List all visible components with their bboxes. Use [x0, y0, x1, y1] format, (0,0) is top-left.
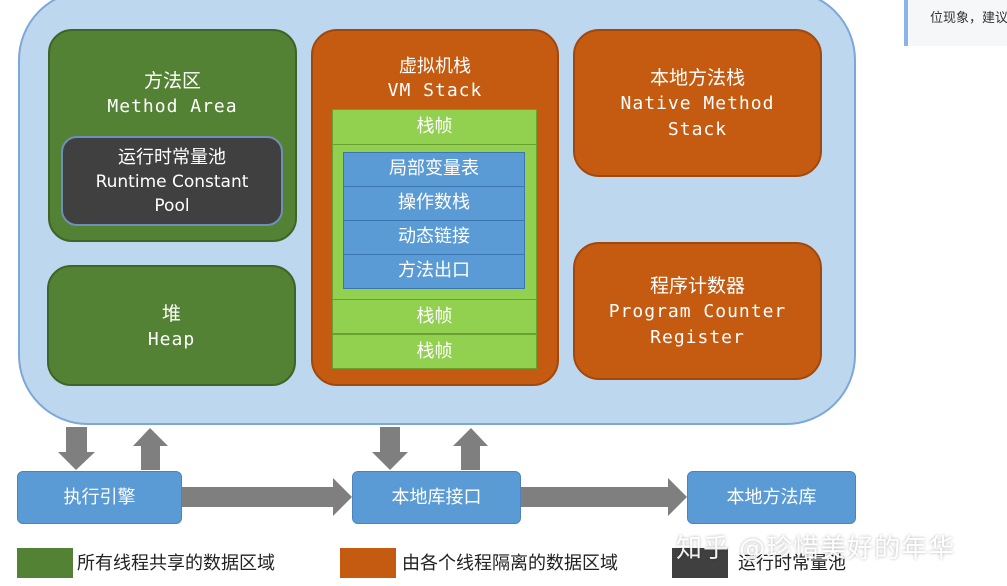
- runtime-constant-pool-box: 运行时常量池 Runtime Constant Pool: [61, 136, 283, 226]
- execution-engine-label: 执行引擎: [63, 487, 136, 508]
- heap-box: 堆 Heap: [47, 265, 296, 386]
- local-variable-table: 局部变量表: [343, 152, 525, 187]
- execution-engine-box: 执行引擎: [17, 471, 182, 524]
- native-interface-box: 本地库接口: [352, 471, 521, 524]
- watermark-text: 知乎 @珍惜美好的年华: [676, 534, 956, 564]
- native-stack-en-2: Stack: [667, 119, 728, 140]
- legend-swatch-pool: [672, 548, 728, 578]
- method-area-zh: 方法区: [143, 70, 201, 92]
- vm-stack-zh: 虚拟机栈: [399, 56, 471, 77]
- pc-register-zh: 程序计数器: [649, 275, 745, 297]
- stack-frame-label: 栈帧: [416, 341, 453, 362]
- operand-stack: 操作数栈: [343, 186, 525, 221]
- method-exit: 方法出口: [343, 254, 525, 289]
- arrow-down-icon: [58, 427, 95, 470]
- pc-register-en-1: Program Counter: [608, 301, 787, 322]
- arrow-right-icon: [520, 478, 687, 516]
- stack-frame-label: 栈帧: [416, 306, 453, 327]
- legend-pool-label: 运行时常量池: [738, 553, 846, 574]
- arrow-right-icon: [181, 478, 352, 516]
- native-stack-zh: 本地方法栈: [649, 67, 745, 89]
- heap-en: Heap: [147, 329, 196, 350]
- runtime-pool-en-2: Pool: [154, 196, 190, 216]
- legend-swatch-shared: [17, 548, 73, 578]
- stack-frame-3: 栈帧: [332, 334, 537, 369]
- runtime-pool-en-1: Runtime Constant: [95, 172, 249, 192]
- side-note-text: 位现象，建议: [930, 11, 1007, 26]
- method-area-en: Method Area: [107, 96, 238, 117]
- slot-label: 动态链接: [398, 226, 470, 247]
- program-counter-box: 程序计数器 Program Counter Register: [573, 242, 822, 380]
- native-interface-label: 本地库接口: [391, 487, 482, 508]
- runtime-pool-zh: 运行时常量池: [118, 147, 226, 168]
- arrow-up-icon: [453, 428, 488, 470]
- native-library-box: 本地方法库: [687, 471, 856, 524]
- pc-register-en-2: Register: [650, 327, 745, 348]
- slot-label: 操作数栈: [398, 192, 470, 213]
- slot-label: 局部变量表: [389, 158, 479, 179]
- arrow-down-icon: [372, 427, 408, 470]
- legend-swatch-isolated: [340, 548, 396, 578]
- vm-stack-en: VM Stack: [387, 80, 483, 101]
- native-stack-en-1: Native Method: [620, 93, 775, 114]
- native-method-stack-box: 本地方法栈 Native Method Stack: [573, 29, 822, 177]
- legend-shared-label: 所有线程共享的数据区域: [77, 553, 275, 574]
- dynamic-linking: 动态链接: [343, 220, 525, 255]
- heap-zh: 堆: [161, 303, 181, 325]
- slot-label: 方法出口: [398, 260, 470, 281]
- stack-frame-2: 栈帧: [332, 299, 537, 334]
- arrow-up-icon: [133, 428, 168, 470]
- native-library-label: 本地方法库: [726, 487, 817, 508]
- stack-frame-label: 栈帧: [416, 116, 453, 137]
- side-note: 位现象，建议: [904, 0, 1007, 46]
- legend-isolated-label: 由各个线程隔离的数据区域: [402, 553, 618, 574]
